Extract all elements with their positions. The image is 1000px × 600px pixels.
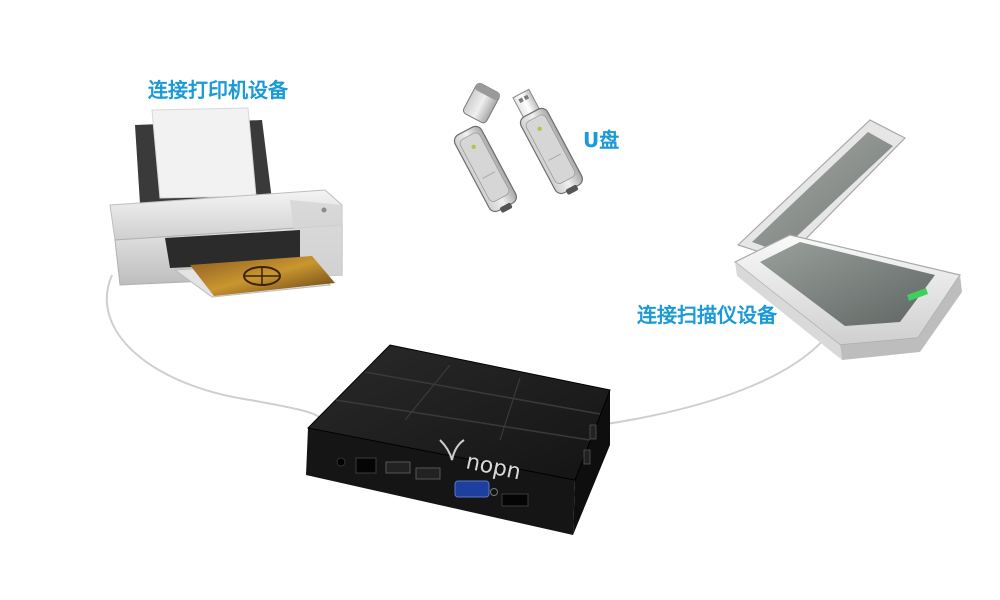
usb-drive-icon: [453, 82, 583, 213]
printer-cable: [105, 274, 321, 419]
scanner-cable: [599, 324, 836, 426]
printer-label: 连接打印机设备: [148, 78, 288, 102]
usb-label: U盘: [583, 128, 620, 152]
flatbed-scanner-icon: [733, 119, 962, 360]
scanner-label: 连接扫描仪设备: [637, 303, 777, 327]
mini-pc-icon: [306, 344, 611, 535]
printer-icon: [109, 107, 343, 298]
